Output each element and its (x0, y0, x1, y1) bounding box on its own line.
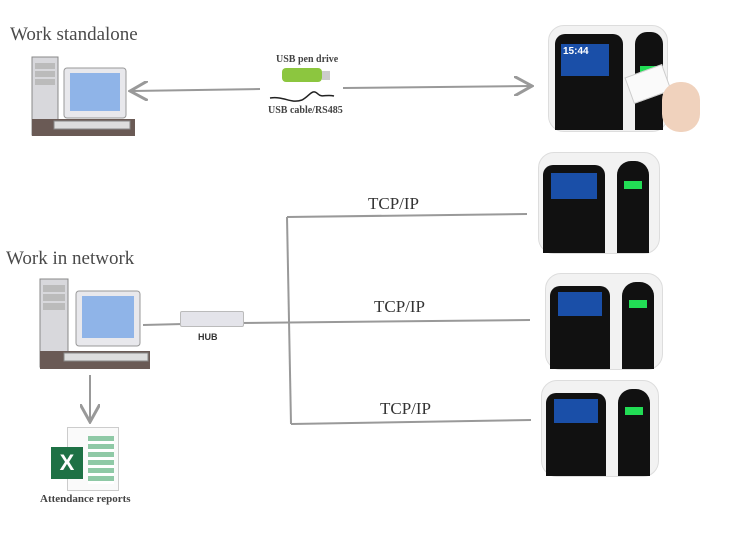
standalone-title: Work standalone (10, 24, 138, 45)
pc-hub-line (142, 323, 184, 326)
arrow-to-pc (132, 89, 261, 91)
attendance-device-standalone: 15:44 (548, 25, 668, 132)
tcp-label-1: TCP/IP (368, 194, 420, 213)
spreadsheet-icon (67, 427, 119, 491)
hub-label: HUB (198, 332, 218, 342)
hand-icon (662, 82, 700, 132)
link-line-1 (286, 213, 528, 218)
reports-label: Attendance reports (40, 493, 131, 505)
attendance-device-network-2 (545, 273, 663, 370)
usb-connector (322, 71, 330, 80)
attendance-device-network-1 (538, 152, 660, 254)
tcp-label-3: TCP/IP (380, 399, 432, 418)
hub-icon (180, 311, 244, 327)
tcp-label-2: TCP/IP (374, 297, 426, 316)
arrow-to-device (342, 86, 530, 88)
network-title: Work in network (6, 248, 135, 269)
device-screen-time: 15:44 (561, 44, 609, 76)
computer-network (38, 277, 153, 372)
vertical-bus (286, 216, 292, 425)
usb-pen-drive-icon (282, 68, 322, 82)
usb-pen-label: USB pen drive (276, 54, 339, 65)
usb-cable-label: USB cable/RS485 (268, 105, 343, 116)
link-line-3 (290, 419, 532, 425)
excel-icon: X (51, 447, 83, 479)
computer-standalone (30, 55, 138, 140)
attendance-device-network-3 (541, 380, 659, 477)
